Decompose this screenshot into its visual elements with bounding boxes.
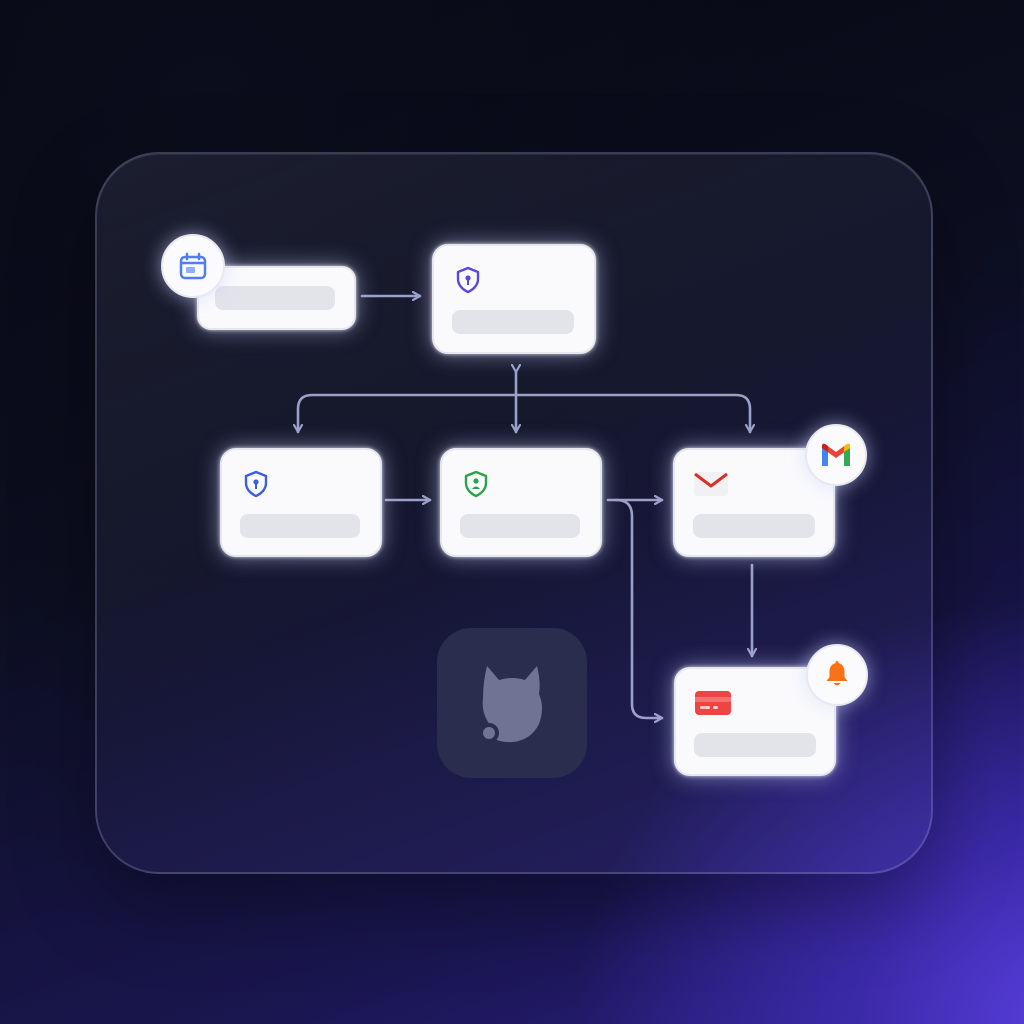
shield-check-icon: [464, 470, 488, 498]
left-security-label-placeholder: [240, 514, 360, 538]
calendar-badge: [161, 234, 225, 298]
left-security-node[interactable]: [220, 448, 382, 557]
bell-badge: [806, 644, 868, 706]
cat-logo-icon: [479, 666, 542, 743]
email-icon: [694, 472, 728, 496]
connector-branch-left: [298, 393, 518, 434]
shield-lock-icon: [244, 470, 268, 498]
calendar-icon: [179, 252, 207, 280]
app-logo-tile: [437, 628, 587, 778]
connector-branch-right: [514, 393, 750, 434]
center-security-label-placeholder: [460, 514, 580, 538]
payment-label-placeholder: [694, 733, 816, 757]
credit-card-icon: [695, 691, 731, 715]
top-security-label-placeholder: [452, 310, 574, 334]
top-security-node[interactable]: [432, 244, 596, 354]
gmail-badge: [805, 424, 867, 486]
connector-center-to-payment: [614, 498, 664, 718]
gmail-icon: [822, 443, 850, 466]
email-label-placeholder: [693, 514, 815, 538]
shield-lock-icon: [456, 266, 480, 294]
trigger-node-label-placeholder: [215, 286, 335, 310]
center-security-node[interactable]: [440, 448, 602, 557]
trigger-node[interactable]: [197, 266, 356, 330]
bell-icon: [826, 661, 848, 686]
